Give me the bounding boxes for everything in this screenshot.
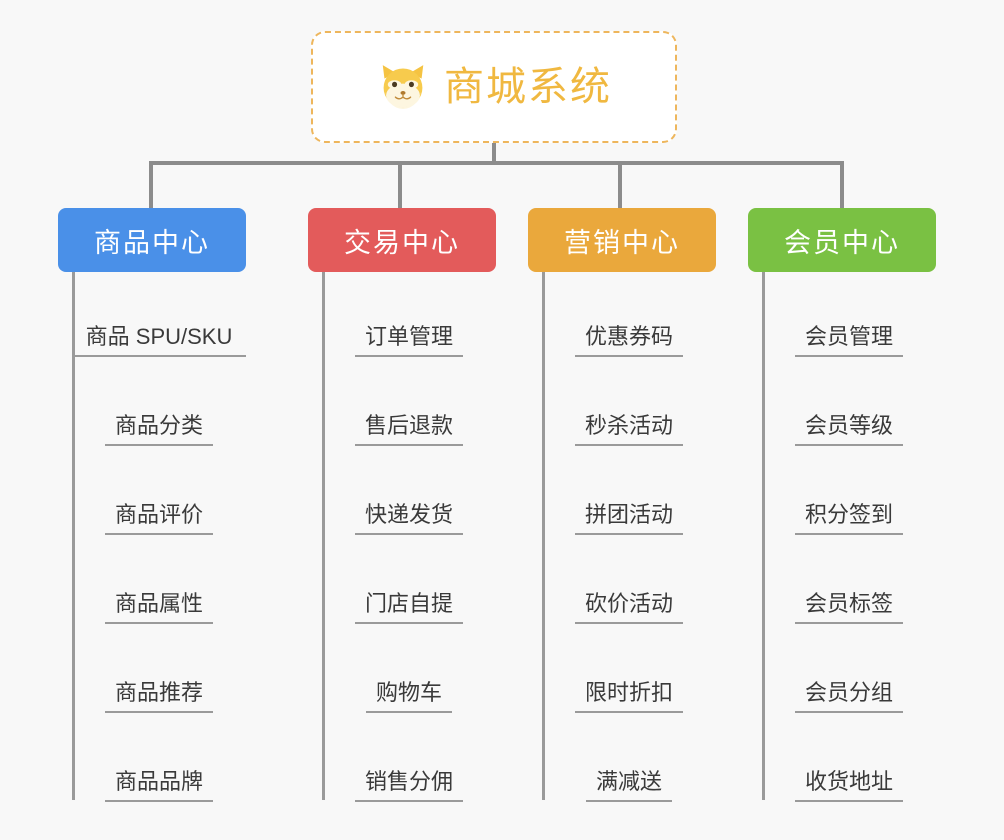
- leaf-item[interactable]: 收货地址: [762, 717, 936, 806]
- column-spine-member: [762, 272, 765, 800]
- branch-column-member: 会员中心: [748, 208, 936, 272]
- branch-column-product: 商品中心: [58, 208, 246, 272]
- leaf-item[interactable]: 销售分佣: [322, 717, 496, 806]
- leaf-item[interactable]: 商品评价: [72, 450, 246, 539]
- leaf-item[interactable]: 满减送: [542, 717, 716, 806]
- leaf-item-label: 商品分类: [104, 413, 213, 446]
- leaf-item-label: 优惠券码: [574, 324, 683, 357]
- branch-header-trade[interactable]: 交易中心: [308, 208, 496, 272]
- leaf-item-label: 会员等级: [794, 413, 903, 446]
- leaf-item-label: 会员管理: [794, 324, 903, 357]
- leaf-item-label: 商品属性: [104, 591, 213, 624]
- leaf-item-label: 快递发货: [354, 502, 463, 535]
- leaf-list-trade: 订单管理售后退款快递发货门店自提购物车销售分佣: [322, 272, 496, 806]
- branch-column-trade: 交易中心: [308, 208, 496, 272]
- leaf-item[interactable]: 会员标签: [762, 539, 936, 628]
- leaf-item-label: 商品 SPU/SKU: [71, 324, 247, 357]
- leaf-item-label: 商品推荐: [104, 680, 213, 713]
- leaf-item-label: 会员分组: [794, 680, 903, 713]
- shiba-inu-icon: [382, 65, 424, 109]
- connector-horizontal-bus: [149, 161, 844, 165]
- leaf-item[interactable]: 砍价活动: [542, 539, 716, 628]
- leaf-list-marketing: 优惠券码秒杀活动拼团活动砍价活动限时折扣满减送: [542, 272, 716, 806]
- column-spine-trade: [322, 272, 325, 800]
- leaf-item[interactable]: 会员管理: [762, 272, 936, 361]
- leaf-item[interactable]: 优惠券码: [542, 272, 716, 361]
- connector-drop-3: [618, 161, 622, 208]
- leaf-item-label: 砍价活动: [574, 591, 683, 624]
- leaf-item-label: 积分签到: [794, 502, 903, 535]
- leaf-item[interactable]: 会员分组: [762, 628, 936, 717]
- leaf-item[interactable]: 快递发货: [322, 450, 496, 539]
- connector-drop-1: [149, 161, 153, 208]
- leaf-item-label: 会员标签: [794, 591, 903, 624]
- leaf-item-label: 商品品牌: [104, 769, 213, 802]
- connector-root-stem: [492, 143, 496, 165]
- leaf-item-label: 限时折扣: [574, 680, 683, 713]
- leaf-item[interactable]: 商品属性: [72, 539, 246, 628]
- leaf-item[interactable]: 订单管理: [322, 272, 496, 361]
- leaf-item[interactable]: 购物车: [322, 628, 496, 717]
- connector-drop-2: [398, 161, 402, 208]
- branch-header-member[interactable]: 会员中心: [748, 208, 936, 272]
- branch-header-marketing[interactable]: 营销中心: [528, 208, 716, 272]
- leaf-item-label: 售后退款: [354, 413, 463, 446]
- branch-header-product[interactable]: 商品中心: [58, 208, 246, 272]
- leaf-item-label: 收货地址: [794, 769, 903, 802]
- leaf-item-label: 秒杀活动: [574, 413, 683, 446]
- leaf-item[interactable]: 积分签到: [762, 450, 936, 539]
- leaf-list-member: 会员管理会员等级积分签到会员标签会员分组收货地址: [762, 272, 936, 806]
- leaf-item[interactable]: 商品分类: [72, 361, 246, 450]
- leaf-item[interactable]: 会员等级: [762, 361, 936, 450]
- leaf-item[interactable]: 售后退款: [322, 361, 496, 450]
- leaf-list-product: 商品 SPU/SKU 商品分类商品评价商品属性商品推荐商品品牌: [71, 272, 247, 806]
- leaf-item[interactable]: 限时折扣: [542, 628, 716, 717]
- column-spine-marketing: [542, 272, 545, 800]
- leaf-item-label: 拼团活动: [574, 502, 683, 535]
- connector-drop-4: [840, 161, 844, 208]
- leaf-item-label: 门店自提: [354, 591, 463, 624]
- leaf-item[interactable]: 商品品牌: [72, 717, 246, 806]
- leaf-item[interactable]: 商品 SPU/SKU: [71, 272, 247, 361]
- leaf-item[interactable]: 拼团活动: [542, 450, 716, 539]
- column-spine-product: [72, 272, 75, 800]
- root-title: 商城系统: [444, 65, 612, 109]
- leaf-item-label: 满减送: [585, 769, 672, 802]
- leaf-item-label: 订单管理: [354, 324, 463, 357]
- branch-column-marketing: 营销中心: [528, 208, 716, 272]
- root-node[interactable]: 商城系统: [311, 31, 677, 143]
- leaf-item-label: 购物车: [365, 680, 452, 713]
- leaf-item-label: 销售分佣: [354, 769, 463, 802]
- leaf-item[interactable]: 商品推荐: [72, 628, 246, 717]
- leaf-item[interactable]: 门店自提: [322, 539, 496, 628]
- leaf-item[interactable]: 秒杀活动: [542, 361, 716, 450]
- leaf-item-label: 商品评价: [104, 502, 213, 535]
